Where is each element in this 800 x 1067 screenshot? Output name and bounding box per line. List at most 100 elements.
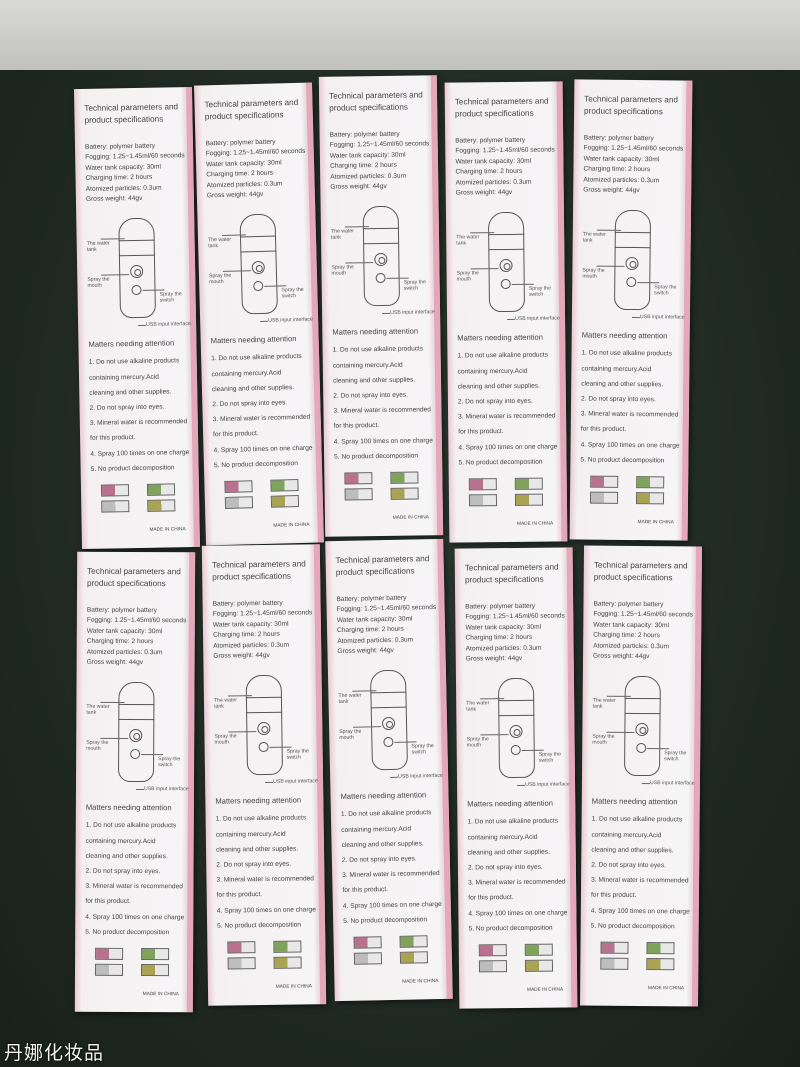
color-swatch (390, 487, 419, 500)
color-swatch (141, 948, 170, 961)
attention-list: 1. Do not use alkaline products containi… (457, 348, 558, 471)
attention-line: 2. Do not spray into eyes. (89, 403, 165, 412)
spec-line: Fogging: 1.25~1.45ml/60 seconds (593, 610, 693, 619)
attention-line: for this product. (458, 428, 504, 436)
label-water-tank: The water tank (338, 692, 362, 706)
attention-line: 1. Do not use alkaline products (211, 353, 302, 363)
attention-line: 1. Do not use alkaline products (467, 818, 559, 826)
attention-line: 1. Do not use alkaline products (215, 814, 307, 824)
attention-line: 3. Mineral water is recommended (591, 876, 689, 885)
spec-line: Gross weight: 44gv (455, 188, 513, 197)
attention-line: cleaning and other supplies. (215, 845, 299, 854)
color-swatch (399, 935, 428, 948)
box-title: Technical parameters and product specifi… (593, 560, 688, 583)
sprayer-diagram: The water tank Spray the mouth Spray the… (207, 205, 313, 333)
attention-line: 2. Do not spray into eyes. (591, 861, 667, 870)
box-title: Technical parameters and product specifi… (329, 90, 423, 113)
color-swatch (140, 964, 170, 977)
color-swatch (468, 494, 498, 507)
color-swatch (399, 951, 429, 964)
label-spray-mouth: Spray the mouth (339, 729, 362, 742)
spec-list: Battery: polymer battery Fogging: 1.25~1… (85, 141, 186, 205)
leader-line (631, 317, 640, 319)
label-spray-switch: Spray the switch (654, 284, 677, 297)
attention-line: containing mercury.Acid (215, 830, 286, 839)
color-swatch (590, 475, 619, 488)
color-swatches (100, 483, 191, 513)
leader-line (517, 785, 526, 787)
spec-list: Battery: polymer battery Fogging: 1.25~1… (593, 600, 694, 663)
spec-line: Atomized particles: 0.3um (86, 648, 163, 656)
attention-line: 3. Mineral water is recommended (333, 406, 431, 415)
attention-line: 1. Do not use alkaline products (332, 345, 424, 355)
attention-line: containing mercury.Acid (85, 837, 156, 845)
label-spray-switch: Spray the switch (281, 287, 304, 300)
attention-heading: Matters needing attention (591, 797, 678, 807)
attention-line: 5. No product decomposition (343, 916, 428, 925)
label-spray-mouth: Spray the mouth (87, 276, 110, 290)
label-usb: USB input interface (398, 773, 443, 781)
attention-line: 4. Spray 100 times on one charge (580, 441, 680, 450)
sprayer-diagram: The water tank Spray the mouth Spray the… (592, 668, 695, 794)
color-swatches (589, 475, 680, 505)
attention-line: cleaning and other supplies. (85, 852, 168, 861)
box-title: Technical parameters and product specifi… (212, 559, 306, 582)
made-in-china: MADE IN CHINA (142, 992, 179, 998)
attention-line: for this product. (590, 892, 637, 900)
box-title: Technical parameters and product specifi… (335, 554, 430, 578)
attention-line: 1. Do not use alkaline products (581, 349, 673, 358)
attention-line: cleaning and other supplies. (89, 388, 172, 397)
sprayer-diagram: The water tank Spray the mouth Spray the… (86, 210, 191, 337)
label-spray-switch: Spray the switch (403, 279, 426, 293)
color-swatches (224, 479, 315, 510)
attention-line: for this product. (90, 434, 136, 443)
attention-line: for this product. (85, 898, 131, 906)
made-in-china: MADE IN CHINA (516, 521, 554, 527)
color-swatch (146, 483, 176, 496)
product-box: Technical parameters and product specifi… (74, 551, 196, 1013)
spec-line: Gross weight: 44gv (593, 652, 650, 661)
attention-line: 1. Do not use alkaline products (85, 822, 177, 830)
attention-line: 2. Do not spray into eyes. (581, 395, 656, 404)
spec-line: Fogging: 1.25~1.45ml/60 seconds (85, 152, 185, 162)
attention-line: containing mercury.Acid (457, 367, 528, 376)
attention-line: 4. Spray 100 times on one charge (590, 907, 690, 916)
attention-line: cleaning and other supplies. (467, 848, 550, 857)
attention-line: cleaning and other supplies. (581, 380, 664, 389)
leader-line (382, 313, 391, 315)
leader-line (135, 789, 144, 791)
leader-line (100, 702, 125, 704)
attention-list: 1. Do not use alkaline products containi… (211, 349, 314, 473)
attention-list: 1. Do not use alkaline products containi… (580, 346, 681, 469)
label-usb: USB input interface (515, 315, 560, 323)
attention-line: 4. Spray 100 times on one charge (458, 443, 558, 452)
spec-list: Battery: polymer battery Fogging: 1.25~1… (455, 135, 556, 198)
attention-line: containing mercury.Acid (591, 831, 662, 839)
spec-line: Gross weight: 44gv (337, 646, 395, 656)
color-swatches (94, 947, 185, 977)
leader-line (390, 777, 399, 779)
attention-line: 2. Do not spray into eyes. (467, 863, 543, 872)
spec-line: Gross weight: 44gv (206, 190, 264, 200)
attention-line: 4. Spray 100 times on one charge (468, 909, 568, 918)
attention-list: 1. Do not use alkaline products containi… (85, 818, 186, 940)
attention-line: containing mercury.Acid (581, 365, 652, 373)
spec-line: Fogging: 1.25~1.45ml/60 seconds (455, 146, 555, 155)
leader-line (507, 319, 516, 321)
spec-line: Gross weight: 44gv (86, 658, 144, 667)
color-swatches (344, 471, 434, 501)
leader-line (260, 321, 269, 323)
spec-line: Charging time: 2 hours (593, 631, 660, 640)
spec-line: Water tank capacity: 30ml (86, 627, 163, 635)
color-swatch (635, 492, 665, 505)
color-swatch (600, 941, 629, 954)
color-swatch (227, 957, 256, 970)
label-water-tank: The water tank (456, 234, 480, 247)
spec-line: Fogging: 1.25~1.45ml/60 seconds (465, 612, 565, 621)
color-swatch (600, 957, 629, 970)
color-swatch (524, 959, 554, 972)
attention-line: 2. Do not spray into eyes. (333, 391, 409, 400)
spec-line: Fogging: 1.25~1.45ml/60 seconds (86, 617, 187, 625)
attention-list: 1. Do not use alkaline products containi… (467, 814, 568, 937)
color-swatch (636, 476, 665, 489)
